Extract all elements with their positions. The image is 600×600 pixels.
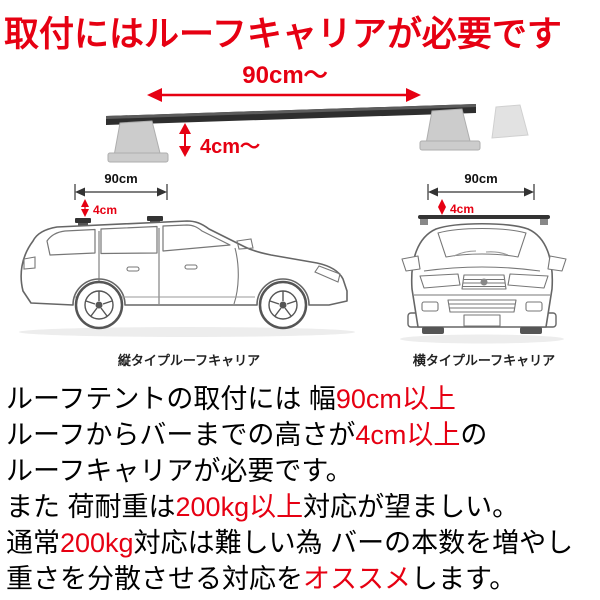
left-mirror	[401, 255, 421, 272]
description-line-6: 重さを分散させる対応をオススメします。	[6, 564, 517, 594]
tail-light	[23, 256, 36, 270]
crossbar-highlight	[106, 104, 476, 119]
front-height-dimension	[438, 199, 446, 215]
description-text: ルーフテントの取付には 幅90cm以上 ルーフからバーまでの高さが4cm以上の …	[0, 369, 600, 597]
front-roof-bar	[418, 215, 550, 225]
side-car-figure: 90cm 4cm	[0, 171, 378, 369]
bar-height-arrow	[179, 123, 191, 157]
headlight	[314, 265, 341, 283]
front-width-label: 90cm	[464, 171, 497, 186]
side-car-wheels	[74, 280, 308, 330]
bar-width-arrow	[147, 88, 421, 102]
emblem	[480, 278, 488, 286]
windshield	[437, 227, 527, 258]
door-handle	[184, 264, 198, 270]
front-width-dimension	[427, 184, 535, 200]
left-foglight	[421, 301, 439, 312]
front-car-figure: 90cm 4cm	[378, 171, 590, 369]
mount-feet	[107, 104, 529, 163]
description-line-2: ルーフからバーまでの高さが4cm以上の	[6, 420, 488, 450]
side-height-dimension	[81, 199, 89, 217]
tire-bottom-left	[422, 327, 444, 334]
side-width-label: 90cm	[104, 171, 137, 186]
description-line-5: 通常200kg対応は難しい為 バーの本数を増やし	[6, 528, 574, 558]
car-illustrations: 90cm 4cm	[0, 171, 600, 369]
door-handle	[126, 266, 140, 272]
wipers	[453, 250, 509, 257]
description-line-3: ルーフキャリアが必要です。	[6, 456, 353, 486]
tire-bottom-right	[520, 327, 542, 334]
side-mirror	[236, 238, 254, 250]
side-car-drawing: 90cm 4cm	[19, 171, 355, 337]
hood-crease	[423, 266, 541, 272]
front-height-label: 4cm	[450, 202, 474, 216]
right-foglight	[525, 301, 543, 312]
right-headlight	[507, 273, 549, 289]
description-line-4: また 荷耐重は200kg以上対応が望ましい。	[6, 492, 520, 522]
side-car-shadow	[19, 327, 355, 337]
side-car-caption: 縦タイプルーフキャリア	[117, 353, 261, 368]
front-car-caption: 横タイプルーフキャリア	[412, 353, 556, 368]
front-car-drawing: 90cm 4cm	[400, 171, 567, 344]
side-width-dimension	[74, 184, 168, 200]
crossbar-diagram: 90cm〜 4cm〜	[0, 59, 600, 171]
bar-height-label: 4cm〜	[200, 136, 260, 158]
front-car-details	[401, 227, 567, 327]
crossbar-drawing: 90cm〜 4cm〜	[106, 62, 529, 163]
page-title: 取付にはルーフキャリアが必要です	[4, 15, 562, 54]
air-intake	[447, 299, 517, 313]
left-headlight	[419, 273, 461, 289]
side-car-windows	[46, 224, 231, 256]
right-mirror	[547, 255, 567, 272]
bar-width-label: 90cm〜	[242, 62, 327, 89]
description-line-1: ルーフテントの取付には 幅90cm以上	[6, 384, 456, 414]
front-car-shadow	[400, 334, 564, 344]
license-plate	[463, 314, 501, 327]
side-height-label: 4cm	[93, 203, 117, 217]
